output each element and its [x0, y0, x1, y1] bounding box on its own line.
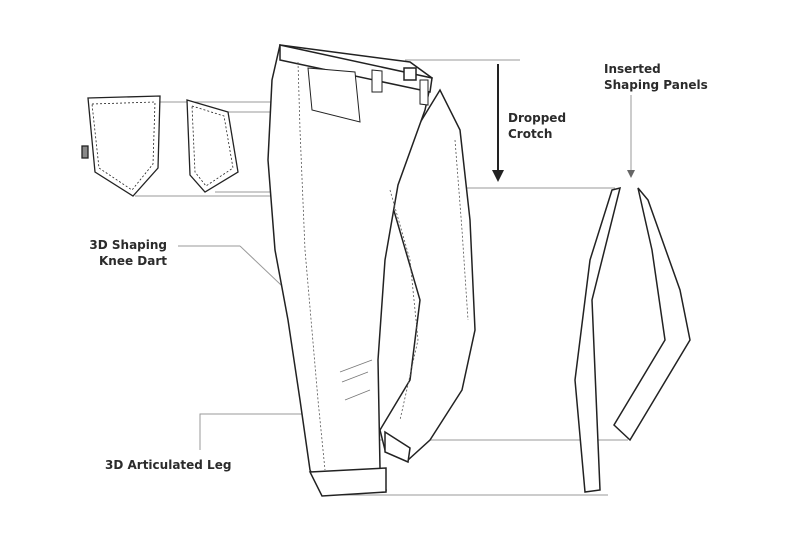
label-line: Crotch [508, 127, 553, 141]
label-knee-dart: 3D Shaping Knee Dart [70, 237, 167, 269]
label-line: 3D Shaping [89, 238, 167, 252]
label-line: Shaping Panels [604, 78, 708, 92]
creases [339, 359, 373, 401]
jeans [267, 44, 476, 497]
label-line: Knee Dart [98, 254, 167, 268]
shaping-panels [574, 186, 691, 493]
back-pockets [81, 95, 239, 197]
label-line: Dropped [508, 111, 567, 125]
label-articulated-leg: 3D Articulated Leg [105, 458, 232, 472]
arrow-head-panels [627, 170, 635, 178]
stitching [297, 61, 469, 471]
label-inserted-shaping-panels: Inserted Shaping Panels [604, 61, 708, 93]
dropped-crotch-arrow [492, 170, 504, 182]
label-line: Inserted [604, 62, 661, 76]
label-dropped-crotch: Dropped Crotch [508, 110, 566, 142]
